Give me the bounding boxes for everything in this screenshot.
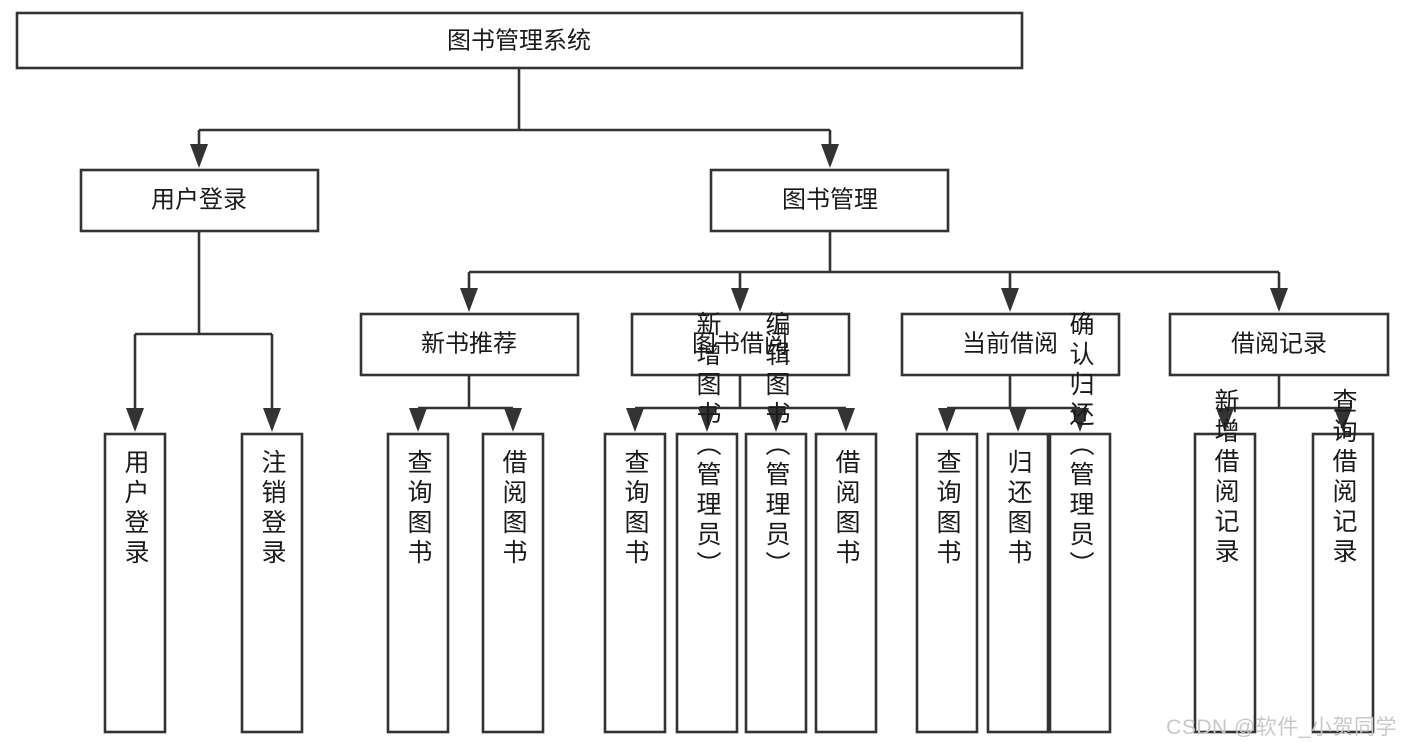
arrow-root-to-book-mgmt: [821, 144, 839, 168]
arrow-to-l-confirm-return-admin: [1071, 408, 1089, 432]
node-book-borrow-label: 图书借阅: [692, 330, 788, 357]
node-borrow-record-box[interactable]: [1168, 312, 1390, 377]
leaf-label-add-record: 新增借阅记录: [1211, 388, 1240, 568]
arrow-to-l-add-book-admin: [698, 408, 716, 432]
arrow-to-l-borrow-book-2: [837, 408, 855, 432]
leaf-box-add-book-admin[interactable]: [675, 432, 739, 734]
node-current-borrow[interactable]: 当前借阅: [900, 312, 1121, 377]
leaf-box-query-book-2[interactable]: [603, 432, 667, 734]
leaf-box-return-book[interactable]: [986, 432, 1050, 734]
leaf-label-user-login: 用户登录: [121, 449, 150, 569]
node-book-borrow-box[interactable]: [630, 312, 851, 377]
arrow-to-book-borrow: [731, 288, 749, 312]
node-borrow-record[interactable]: 借阅记录: [1168, 312, 1390, 377]
leaf-label-edit-book-admin: 编辑图书（管理员）: [762, 311, 791, 581]
arrow-to-l-query-book-2: [626, 408, 644, 432]
leaf-box-user-login[interactable]: [103, 432, 167, 734]
node-root-label: 图书管理系统: [447, 27, 591, 54]
leaf-box-confirm-return-admin[interactable]: [1048, 432, 1112, 734]
node-current-borrow-label: 当前借阅: [962, 330, 1058, 357]
node-book-management-label: 图书管理: [782, 186, 878, 213]
leaf-box-query-record[interactable]: [1311, 432, 1375, 734]
node-root-box[interactable]: [15, 11, 1024, 70]
leaf-box-add-record[interactable]: [1193, 432, 1257, 734]
edges-userlogin-to-leaves: [126, 231, 281, 432]
arrow-to-l-query-record: [1334, 408, 1352, 432]
leaf-label-logout: 注销登录: [258, 449, 287, 569]
arrow-to-l-borrow-book-1: [504, 408, 522, 432]
node-current-borrow-box[interactable]: [900, 312, 1121, 377]
node-borrow-record-label: 借阅记录: [1231, 330, 1327, 357]
leaf-label-query-book-3: 查询图书: [933, 449, 962, 569]
node-root[interactable]: 图书管理系统: [15, 11, 1024, 70]
leaf-label-borrow-book-2: 借阅图书: [832, 449, 861, 569]
leaf-box-logout[interactable]: [240, 432, 304, 734]
arrow-to-borrow-record: [1270, 288, 1288, 312]
leaf-label-confirm-return-admin: 确认归还（管理员）: [1066, 311, 1095, 581]
arrow-to-l-user-login: [126, 408, 144, 432]
edges-currentborrow-to-leaves: [938, 375, 1089, 432]
leaf-label-query-record: 查询借阅记录: [1329, 388, 1358, 568]
leaf-box-borrow-book-1[interactable]: [481, 432, 545, 734]
edges-bookmgmt-to-level3: [460, 231, 1288, 312]
node-book-management[interactable]: 图书管理: [709, 168, 950, 233]
leaf-label-add-book-admin: 新增图书（管理员）: [693, 311, 722, 581]
arrow-to-new-book-rec: [460, 288, 478, 312]
node-user-login[interactable]: 用户登录: [79, 168, 320, 233]
edges-newbookrec-to-leaves: [409, 375, 522, 432]
arrow-to-l-query-book-1: [409, 408, 427, 432]
leaf-boxes: [103, 432, 1375, 734]
leaf-label-return-book: 归还图书: [1004, 449, 1033, 569]
arrow-root-to-user-login: [190, 144, 208, 168]
leaf-box-edit-book-admin[interactable]: [744, 432, 808, 734]
edges-borrowrecord-to-leaves: [1216, 375, 1352, 432]
leaf-label-query-book-1: 查询图书: [404, 449, 433, 569]
node-new-book-recommend[interactable]: 新书推荐: [359, 312, 580, 377]
node-book-management-box[interactable]: [709, 168, 950, 233]
arrow-to-l-return-book: [1009, 408, 1027, 432]
arrow-to-l-edit-book-admin: [767, 408, 785, 432]
arrow-to-l-logout: [263, 408, 281, 432]
arrow-to-current-borrow: [1001, 288, 1019, 312]
leaf-box-query-book-1[interactable]: [386, 432, 450, 734]
edges-bookborrow-to-leaves: [626, 375, 855, 432]
leaf-box-query-book-3[interactable]: [915, 432, 979, 734]
node-new-book-recommend-box[interactable]: [359, 312, 580, 377]
arrow-to-l-add-record: [1216, 408, 1234, 432]
node-user-login-box[interactable]: [79, 168, 320, 233]
leaf-label-borrow-book-1: 借阅图书: [499, 449, 528, 569]
node-book-borrow[interactable]: 图书借阅: [630, 312, 851, 377]
edges-root-to-level2: [190, 68, 839, 168]
arrow-to-l-query-book-3: [938, 408, 956, 432]
leaf-labels: 用户登录 注销登录 查询图书 借阅图书 查询图书 新增图书（管理员） 编辑图书（…: [121, 311, 1358, 581]
leaf-box-borrow-book-2[interactable]: [814, 432, 878, 734]
node-user-login-label: 用户登录: [151, 186, 247, 213]
node-new-book-recommend-label: 新书推荐: [421, 330, 517, 357]
leaf-label-query-book-2: 查询图书: [621, 449, 650, 569]
